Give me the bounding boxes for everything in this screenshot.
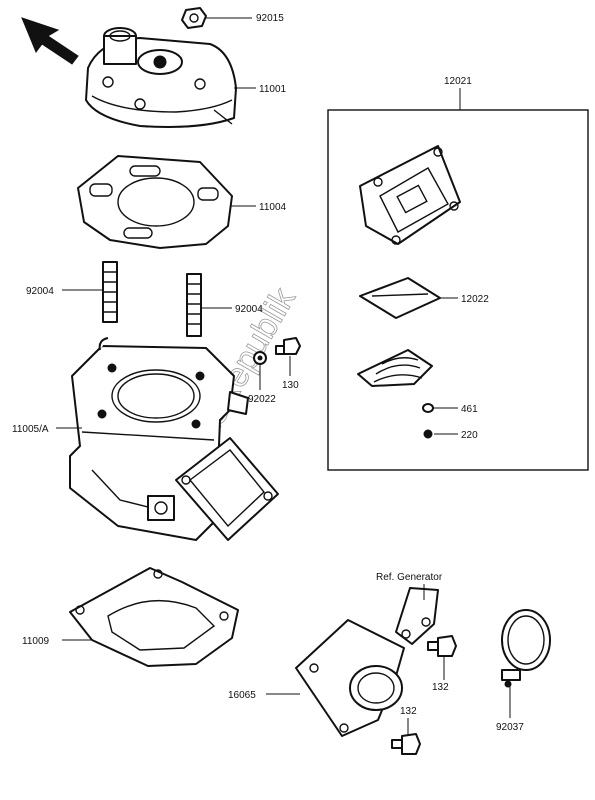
- reed-valve-kit-box: [327, 109, 589, 471]
- base-gasket[interactable]: [69, 567, 239, 667]
- label-132-upper: 132: [432, 682, 449, 693]
- label-92015: 92015: [256, 13, 284, 24]
- label-11005a: 11005/A: [12, 424, 49, 435]
- bolt-130[interactable]: [275, 337, 301, 355]
- bolt-132-upper[interactable]: [427, 635, 457, 657]
- label-11004: 11004: [259, 202, 287, 213]
- generator-bracket[interactable]: [395, 587, 439, 645]
- label-11009: 11009: [22, 636, 50, 647]
- reed-valve-assembly[interactable]: [359, 145, 461, 245]
- label-132-lower: 132: [400, 706, 417, 717]
- bolt-132-lower[interactable]: [391, 733, 421, 755]
- label-12021: 12021: [444, 76, 472, 87]
- reed-stopper[interactable]: [357, 349, 433, 387]
- washer-461[interactable]: [422, 403, 434, 413]
- part-labels: 92015 11001 12021 11004 92004 92004 1202…: [12, 13, 524, 733]
- label-ref-generator: Ref. Generator: [376, 572, 443, 583]
- stud-right[interactable]: [186, 273, 202, 337]
- nut-92015[interactable]: [181, 7, 207, 29]
- label-16065: 16065: [228, 690, 256, 701]
- label-92037: 92037: [496, 722, 524, 733]
- washer-92022[interactable]: [253, 351, 267, 365]
- reed-valve-seat-port[interactable]: [175, 437, 279, 541]
- label-461: 461: [461, 404, 478, 415]
- stud-left[interactable]: [102, 261, 118, 323]
- label-92004-right: 92004: [235, 304, 263, 315]
- label-92022: 92022: [248, 394, 276, 405]
- label-130: 130: [282, 380, 299, 391]
- hose-clamp[interactable]: [501, 609, 551, 688]
- reed-petal[interactable]: [359, 277, 441, 319]
- screw-220[interactable]: [423, 429, 433, 439]
- arrow-up-left-icon: [21, 17, 79, 65]
- cylinder-head[interactable]: [85, 27, 237, 128]
- leader-lines: [56, 17, 511, 736]
- label-12022: 12022: [461, 294, 489, 305]
- head-gasket[interactable]: [77, 155, 233, 249]
- label-220: 220: [461, 430, 478, 441]
- label-11001: 11001: [259, 84, 287, 95]
- label-92004-left: 92004: [26, 286, 54, 297]
- intake-manifold[interactable]: [295, 619, 405, 737]
